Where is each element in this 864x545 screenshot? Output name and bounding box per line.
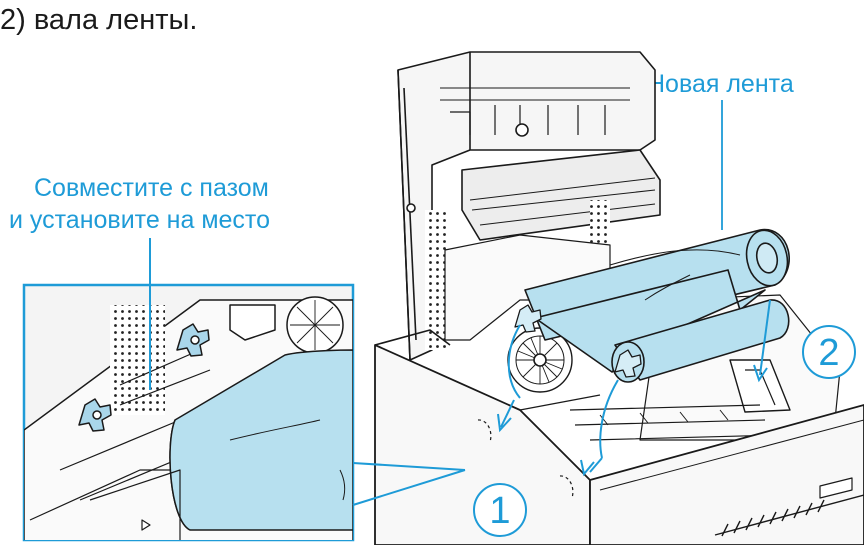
align-instruction-line1: Совместите с пазом: [34, 174, 269, 202]
insertion-arrows: [497, 100, 771, 477]
step-2-number: 2: [818, 332, 839, 374]
step-1-badge: 1: [473, 483, 527, 537]
instruction-caption: 2) вала ленты.: [0, 4, 198, 36]
new-ribbon-label: Новая лента: [647, 70, 794, 98]
step-1-number: 1: [489, 490, 510, 532]
inset-detail-view: [22, 283, 355, 542]
step-2-badge: 2: [802, 325, 856, 379]
printer-body: [374, 51, 864, 545]
align-instruction-line2: и установите на место: [9, 206, 270, 234]
leader-lines: [149, 238, 466, 506]
ribbon-cassette: [514, 229, 790, 383]
